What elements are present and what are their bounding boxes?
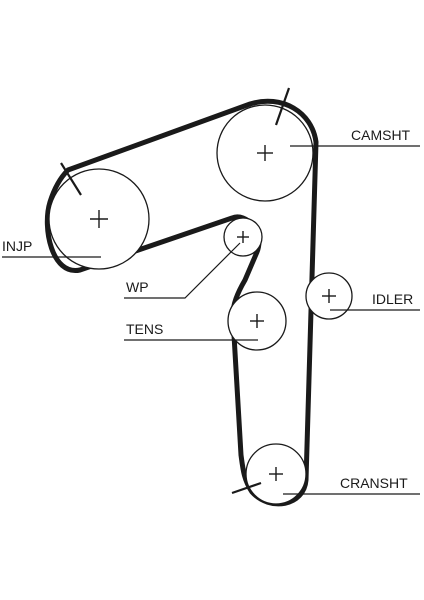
idler-pulley <box>305 272 353 320</box>
tensioner-pulley <box>227 291 287 351</box>
injection-pump-timing-mark <box>60 162 82 196</box>
injection-pump-label: INJP <box>2 238 32 254</box>
water-pump-pulley <box>223 217 263 257</box>
water-pump-leader-line <box>124 242 241 299</box>
water-pump-label: WP <box>126 279 149 295</box>
injection-pump-pulley <box>48 168 150 270</box>
camshaft-label: CAMSHT <box>351 127 411 143</box>
crankshaft-timing-mark <box>231 481 262 495</box>
camshaft-pulley <box>216 104 314 202</box>
idler-label: IDLER <box>372 291 413 307</box>
tensioner-label: TENS <box>126 321 163 337</box>
camshaft-timing-mark <box>274 87 291 126</box>
crankshaft-label: CRANSHT <box>340 475 408 491</box>
crankshaft-pulley <box>245 443 307 505</box>
